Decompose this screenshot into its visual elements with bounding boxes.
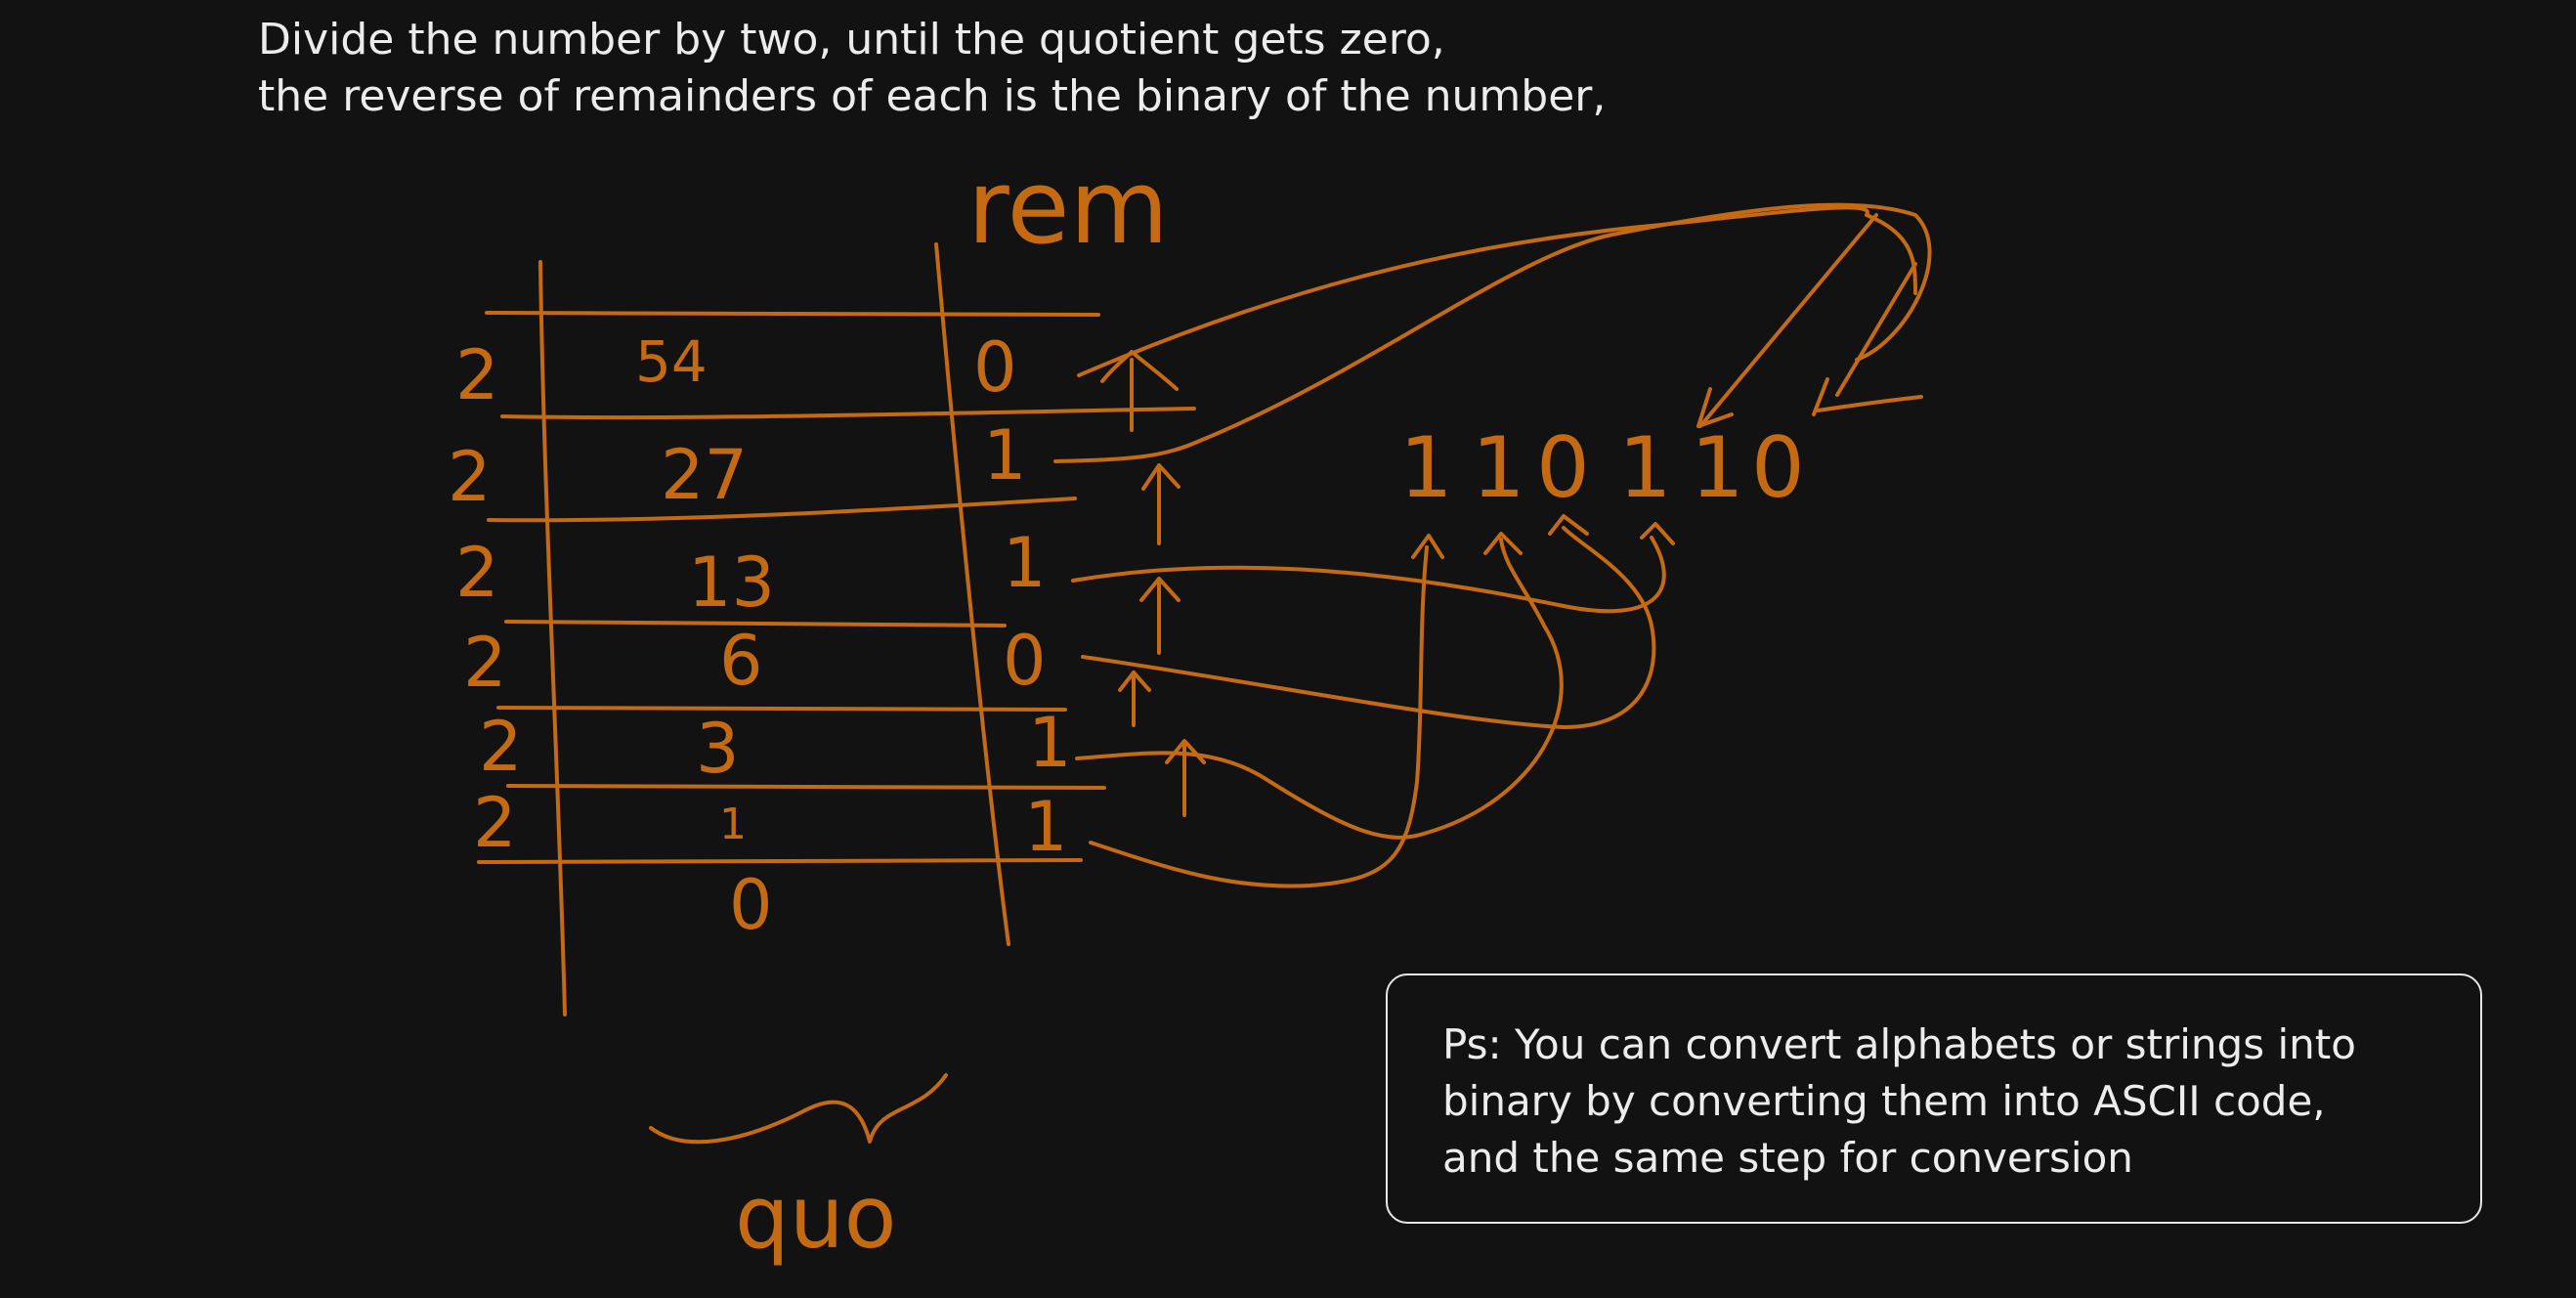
row-line	[500, 407, 1196, 420]
ps-note-box: Ps: You can convert alphabets or strings…	[1386, 974, 2482, 1224]
connector-rem-1d	[1089, 534, 1444, 888]
connector-rem-1c	[1075, 532, 1564, 840]
quotient-value: 13	[688, 542, 775, 623]
note-line-3: and the same step for conversion	[1442, 1134, 2133, 1182]
quotient-value: 3	[696, 709, 740, 789]
remainder-value: 1	[1003, 523, 1047, 603]
binary-digit: 1	[1472, 419, 1525, 517]
row-line	[504, 620, 1007, 627]
intro-text: Divide the number by two, until the quot…	[258, 12, 2115, 125]
remainder-value: 1	[1024, 787, 1068, 867]
binary-digit: 1	[1399, 419, 1453, 517]
quotient-value: 6	[719, 621, 763, 701]
connector-final-arrow	[1812, 262, 1923, 416]
up-arrow	[1118, 671, 1151, 727]
quotient-value: 0	[729, 865, 773, 945]
connector-rem-1a	[1053, 202, 1932, 463]
row-line	[487, 497, 1077, 523]
divisor-value: 2	[455, 533, 499, 613]
row-line	[477, 858, 1083, 864]
divisor-value: 2	[463, 623, 507, 703]
remainder-value: 1	[1028, 703, 1072, 783]
binary-digit: 0	[1751, 419, 1805, 517]
row-line	[506, 784, 1106, 790]
up-arrow	[1100, 350, 1179, 432]
connector-arrow	[1696, 213, 1878, 428]
binary-digit: 0	[1536, 419, 1590, 517]
intro-line-2: the reverse of remainders of each is the…	[258, 71, 1607, 121]
divisor-value: 2	[479, 707, 523, 787]
quotient-value: 54	[635, 328, 708, 395]
remainder-value: 0	[973, 327, 1017, 408]
intro-line-1: Divide the number by two, until the quot…	[258, 15, 1445, 65]
remainder-value: 0	[1003, 621, 1047, 701]
quotient-brace	[649, 1073, 948, 1145]
up-arrow	[1141, 463, 1181, 545]
row-line	[496, 706, 1067, 712]
rem-label: rem	[967, 148, 1169, 267]
remainder-value: 1	[983, 415, 1027, 496]
divisor-value: 2	[473, 783, 517, 863]
quotient-value: 27	[661, 435, 748, 515]
note-line-1: Ps: You can convert alphabets or strings…	[1442, 1020, 2356, 1068]
divisor-value: 2	[455, 335, 499, 415]
quotient-value: 1	[719, 800, 747, 849]
binary-result: 1 1 0 1 1 0	[1399, 419, 1805, 517]
divisor-value: 2	[448, 437, 492, 517]
binary-digit: 1	[1691, 419, 1744, 517]
up-arrow	[1139, 577, 1181, 655]
binary-digit: 1	[1618, 419, 1672, 517]
connector-rem-0	[1077, 205, 1917, 377]
connector-rem-0b	[1081, 514, 1656, 729]
row-line	[485, 311, 1100, 317]
divisor-column-line	[538, 260, 567, 1017]
note-line-2: binary by converting them into ASCII cod…	[1442, 1077, 2326, 1125]
quo-label: quo	[735, 1167, 896, 1268]
connector-rem-1b	[1071, 522, 1675, 614]
